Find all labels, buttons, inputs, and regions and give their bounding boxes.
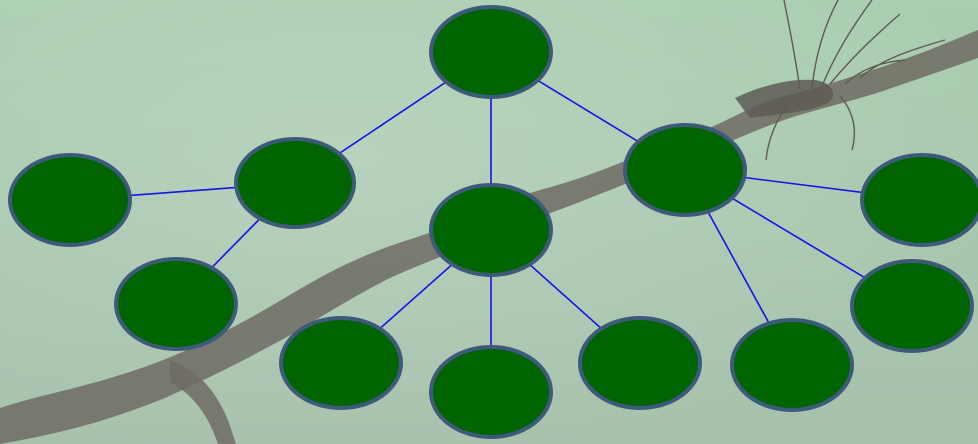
node-far-left <box>8 153 132 247</box>
node-bottom-left <box>279 316 403 410</box>
node-bottom-right <box>578 316 702 410</box>
branch-main <box>0 30 978 444</box>
node-right-upper <box>860 153 978 247</box>
node-right-mid <box>623 123 747 217</box>
node-left-mid <box>234 137 356 229</box>
tree-nodes <box>8 5 978 439</box>
node-root <box>429 5 553 99</box>
node-bottom-center <box>429 345 553 439</box>
branch-knot <box>735 79 834 118</box>
node-right-bottom <box>730 318 854 412</box>
node-center <box>429 183 553 277</box>
branch-twigs <box>765 0 946 161</box>
node-right-lower <box>850 259 974 353</box>
branch-lower-limb <box>170 360 236 444</box>
node-left-low <box>114 257 238 351</box>
